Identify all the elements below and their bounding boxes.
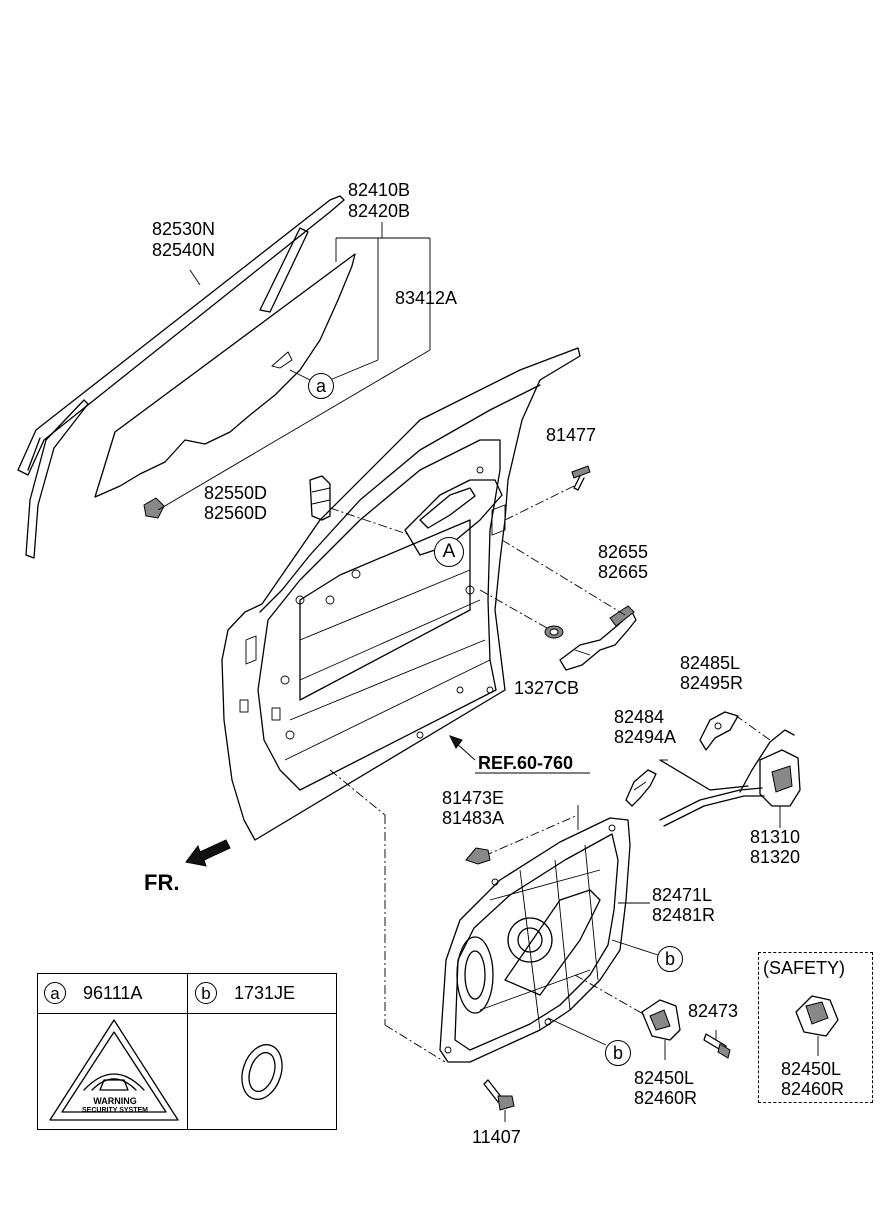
label-82484: 82484 [614, 707, 665, 727]
callout-A: A [434, 537, 464, 567]
legend-part-96111a: 96111A [83, 983, 143, 1003]
legend-body-a: WARNING SECURITY SYSTEM [38, 1014, 188, 1129]
label-82450l: 82450L [634, 1068, 695, 1088]
legend-body-b [188, 1014, 336, 1129]
label-82655: 82655 [598, 542, 649, 562]
bolt-11407 [483, 1079, 515, 1122]
label-83412a: 83412A [395, 288, 458, 308]
plug-icon [241, 1044, 283, 1100]
label-82560d: 82560D [204, 503, 268, 523]
legend-header-a: a 96111A [38, 974, 188, 1014]
badge-text-security: SECURITY SYSTEM [82, 1107, 148, 1114]
ref-arrow [449, 735, 590, 774]
safety-title: (SAFETY) [763, 958, 846, 978]
label-82550d: 82550D [204, 483, 268, 503]
legend-part-1731je: 1731JE [234, 983, 296, 1003]
glass-clip [143, 497, 165, 519]
label-82665: 82665 [598, 562, 649, 582]
label-81310: 81310 [750, 827, 801, 847]
bolt-81477 [504, 465, 591, 521]
front-direction-arrow [185, 839, 231, 867]
label-82473: 82473 [688, 1001, 739, 1021]
label-ref-60-760: REF.60-760 [478, 753, 574, 773]
label-82471l: 82471L [652, 885, 713, 905]
label-fr: FR. [144, 870, 180, 895]
callout-b-upper: b [657, 946, 683, 972]
label-82420b: 82420B [348, 201, 411, 221]
safety-label-82460r: 82460R [781, 1079, 845, 1099]
label-82494a: 82494A [614, 727, 677, 747]
door-module-panel [329, 769, 659, 1063]
label-81477: 81477 [546, 425, 597, 445]
door-glass [94, 253, 356, 498]
safety-box: (SAFETY) 82450L 82460R [758, 952, 873, 1103]
glass-run-channel [17, 195, 345, 559]
legend-key-a: a [44, 982, 66, 1004]
badge-text-warning: WARNING [93, 1096, 137, 1106]
label-82485l: 82485L [680, 653, 741, 673]
label-82410b: 82410B [348, 180, 411, 200]
label-81320: 81320 [750, 847, 801, 867]
label-82460r: 82460R [634, 1088, 698, 1108]
safety-label-82450l: 82450L [781, 1059, 842, 1079]
lock-rod-bracket [699, 711, 739, 751]
legend-header-b: b 1731JE [188, 974, 336, 1014]
label-82495r: 82495R [680, 673, 744, 693]
outside-handle-assembly [501, 539, 637, 671]
safety-motor [795, 995, 839, 1056]
bolt-82473 [703, 1030, 731, 1059]
glass-leaders [157, 222, 431, 511]
door-latch [659, 714, 801, 828]
legend-table: a 96111A b 1731JE WARNING SECURITY SYSTE… [37, 973, 337, 1130]
callout-a: a [308, 373, 334, 399]
label-81483a: 81483A [442, 808, 505, 828]
handle-bracket [625, 769, 657, 807]
security-warning-badge [49, 1019, 179, 1121]
regulator-motor [574, 974, 681, 1060]
label-82481r: 82481R [652, 905, 716, 925]
clip-81473e [465, 847, 491, 865]
door-shell [221, 347, 581, 841]
legend-key-b: b [195, 982, 217, 1004]
label-82530n: 82530N [152, 219, 216, 239]
callout-b-lower: b [605, 1040, 631, 1066]
label-11407: 11407 [472, 1127, 521, 1147]
label-1327cb: 1327CB [514, 678, 580, 698]
label-81473e: 81473E [442, 788, 505, 808]
door-checker [309, 475, 411, 536]
grommet-1327cb [479, 589, 564, 639]
label-82540n: 82540N [152, 240, 216, 260]
